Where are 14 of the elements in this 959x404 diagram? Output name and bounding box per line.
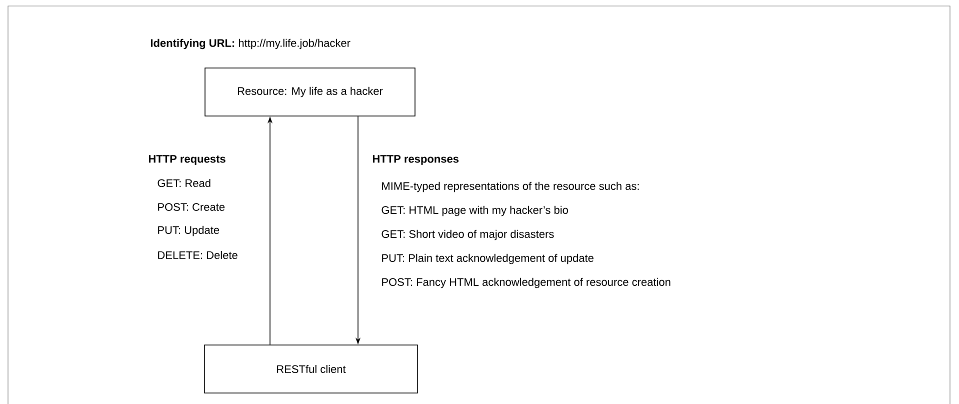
box: RESTful client	[204, 344, 418, 394]
list-item: POST: Fancy HTML acknowledgement of resource creation	[382, 278, 670, 288]
box: Resource: My life as a hacker	[204, 68, 416, 116]
list-item: GET: HTML page with my hacker’s bio	[382, 206, 568, 216]
list-item: GET: Short video of major disasters	[382, 230, 554, 240]
heading: Identifying URL: http://my.life.job/hacker	[150, 38, 350, 50]
list-item: PUT: Plain text acknowledgement of update	[382, 254, 594, 264]
list-item: POST: Create	[158, 203, 225, 211]
heading: HTTP responses	[372, 155, 459, 165]
list-item: DELETE: Delete	[158, 250, 238, 260]
list-item: GET: Read	[158, 178, 210, 188]
list-item: PUT: Update	[158, 226, 220, 236]
list-item: MIME-typed representations of the resource such as:	[382, 182, 639, 192]
heading: HTTP requests	[148, 155, 226, 165]
